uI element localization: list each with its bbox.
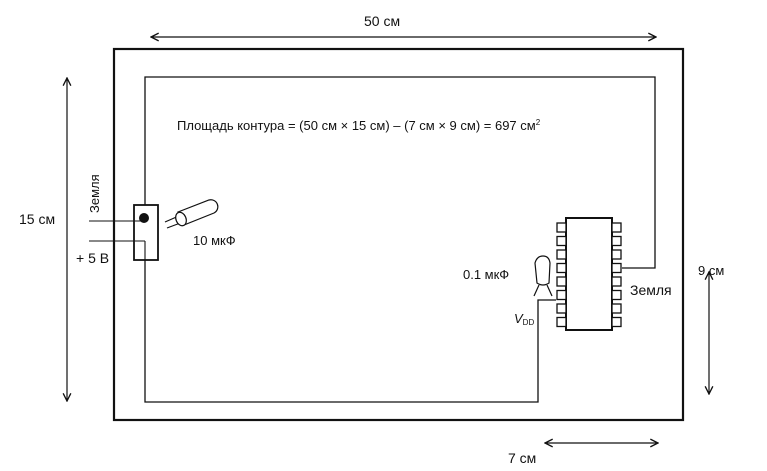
height-dimension-label: 15 см [19,211,56,227]
cutout-height-label: 9 см [698,263,725,278]
ic-chip [556,217,622,331]
ic-pin-right-8 [611,316,622,328]
ground-label-right: Земля [630,282,672,298]
ic-pin-left-4 [556,262,567,274]
ic-pin-left-3 [556,249,567,260]
ic-pin-right-6 [611,289,622,301]
ic-pin-left-6 [556,289,567,301]
ic-pin-left-5 [556,276,567,287]
vdd-trace-loop [144,253,556,403]
ic-pin-left-1 [556,222,567,233]
capacitor-10uf-icon [164,199,219,229]
capacitor-100nf-icon [533,255,553,297]
loop-area-formula: Площадь контура = (50 см × 15 см) – (7 с… [177,118,541,133]
ground-trace-loop [144,76,656,269]
ic-pin-left-7 [556,303,567,314]
ic-pin-right-4 [611,262,622,274]
ic-pin-right-1 [611,222,622,233]
power-connector [133,204,159,261]
cutout-width-label: 7 см [508,450,537,466]
ground-label-left: Земля [87,174,102,213]
ic-pin-right-2 [611,235,622,247]
ic-pin-right-7 [611,303,622,314]
ic-pin-left-8 [556,316,567,328]
ic-pin-right-5 [611,276,622,287]
cap-10uf-label: 10 мкФ [193,233,236,248]
ic-pin-right-3 [611,249,622,260]
board-outline [112,47,685,422]
plus5v-label: + 5 В [76,250,110,266]
ic-pin-left-2 [556,235,567,247]
vdd-label: VDD [514,311,535,327]
width-dimension-label: 50 см [364,13,401,29]
cap-100nf-label: 0.1 мкФ [463,267,510,282]
